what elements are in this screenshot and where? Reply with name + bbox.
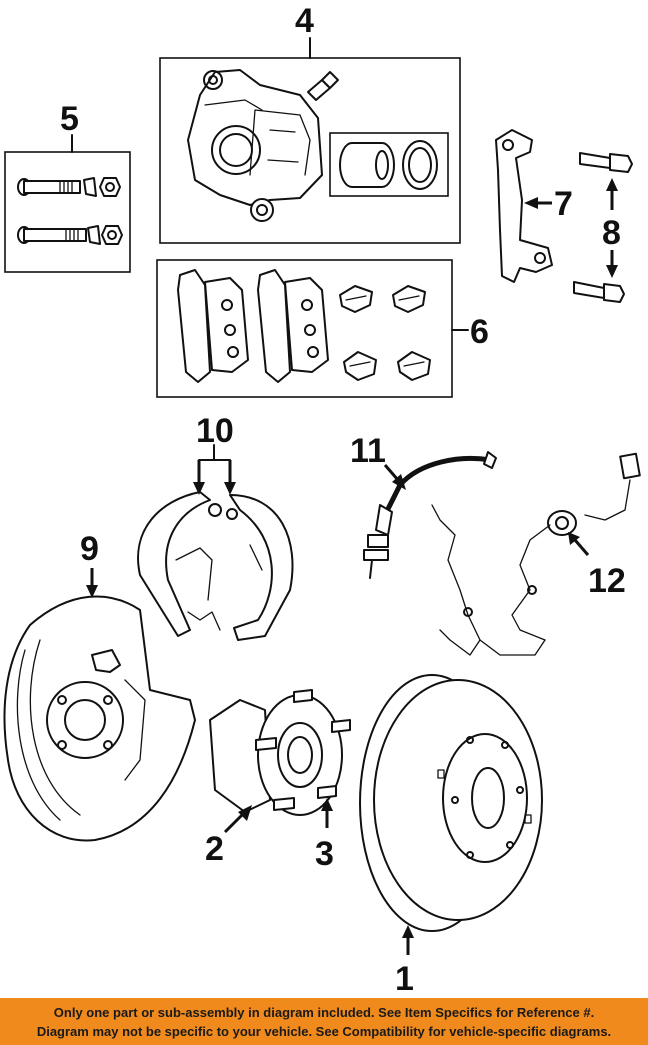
callout-6: 6 bbox=[470, 313, 489, 351]
callout-4: 4 bbox=[295, 2, 314, 59]
bracket-bolt-upper bbox=[579, 152, 633, 173]
callout-12: 12 bbox=[568, 532, 626, 600]
guide-pin-kit-group bbox=[4, 151, 131, 273]
caliper-body bbox=[187, 69, 323, 222]
callout-label-1: 1 bbox=[395, 960, 414, 998]
callout-8: 8 bbox=[602, 178, 621, 278]
hub-bearing-assembly bbox=[209, 694, 343, 816]
callout-label-5: 5 bbox=[60, 100, 79, 138]
disclaimer-line-1: Only one part or sub-assembly in diagram… bbox=[53, 1005, 595, 1020]
backing-plate bbox=[3, 595, 196, 842]
callout-5: 5 bbox=[60, 100, 79, 153]
callout-label-2: 2 bbox=[205, 830, 224, 868]
callout-label-11: 11 bbox=[350, 432, 386, 470]
callout-label-3: 3 bbox=[315, 835, 334, 873]
piston-seal-box bbox=[329, 132, 449, 197]
disclaimer-banner: Only one part or sub-assembly in diagram… bbox=[0, 998, 648, 1045]
callout-label-6: 6 bbox=[470, 313, 489, 351]
piston-seal bbox=[402, 140, 438, 190]
parking-brake-shoes bbox=[137, 491, 294, 641]
abs-sensor bbox=[431, 452, 641, 656]
callout-9: 9 bbox=[80, 530, 99, 598]
callout-2: 2 bbox=[205, 805, 252, 868]
bleeder-screw bbox=[307, 71, 339, 101]
caliper-bracket bbox=[495, 129, 553, 283]
callout-1: 1 bbox=[395, 925, 414, 998]
callout-7: 7 bbox=[524, 185, 573, 223]
pad-kit-box bbox=[156, 259, 453, 398]
callout-label-12: 12 bbox=[588, 562, 626, 600]
brake-hose bbox=[363, 451, 497, 579]
guide-pin-upper bbox=[17, 177, 121, 197]
caliper-piston bbox=[339, 142, 395, 188]
callout-11: 11 bbox=[350, 432, 406, 490]
caliper-assembly-group bbox=[159, 57, 461, 244]
callout-3: 3 bbox=[315, 798, 334, 873]
brake-rotor bbox=[359, 674, 543, 932]
brake-pad-1 bbox=[177, 269, 249, 383]
callout-label-10: 10 bbox=[196, 412, 234, 450]
pad-clips bbox=[339, 285, 431, 381]
disclaimer-line-2: Diagram may not be specific to your vehi… bbox=[36, 1024, 612, 1039]
callout-label-7: 7 bbox=[554, 185, 573, 223]
bracket-bolt-lower bbox=[573, 281, 625, 303]
callout-label-9: 9 bbox=[80, 530, 99, 568]
brake-pad-kit-group bbox=[156, 259, 469, 398]
callout-10: 10 bbox=[193, 412, 236, 495]
exploded-parts-diagram: 1 2 3 4 5 6 7 8 9 bbox=[3, 2, 641, 998]
callout-label-8: 8 bbox=[602, 214, 621, 252]
guide-pin-box bbox=[4, 151, 131, 273]
guide-pin-lower bbox=[17, 225, 123, 245]
brake-pad-2 bbox=[257, 269, 329, 383]
callout-label-4: 4 bbox=[295, 2, 314, 40]
wheel-studs bbox=[255, 689, 351, 811]
